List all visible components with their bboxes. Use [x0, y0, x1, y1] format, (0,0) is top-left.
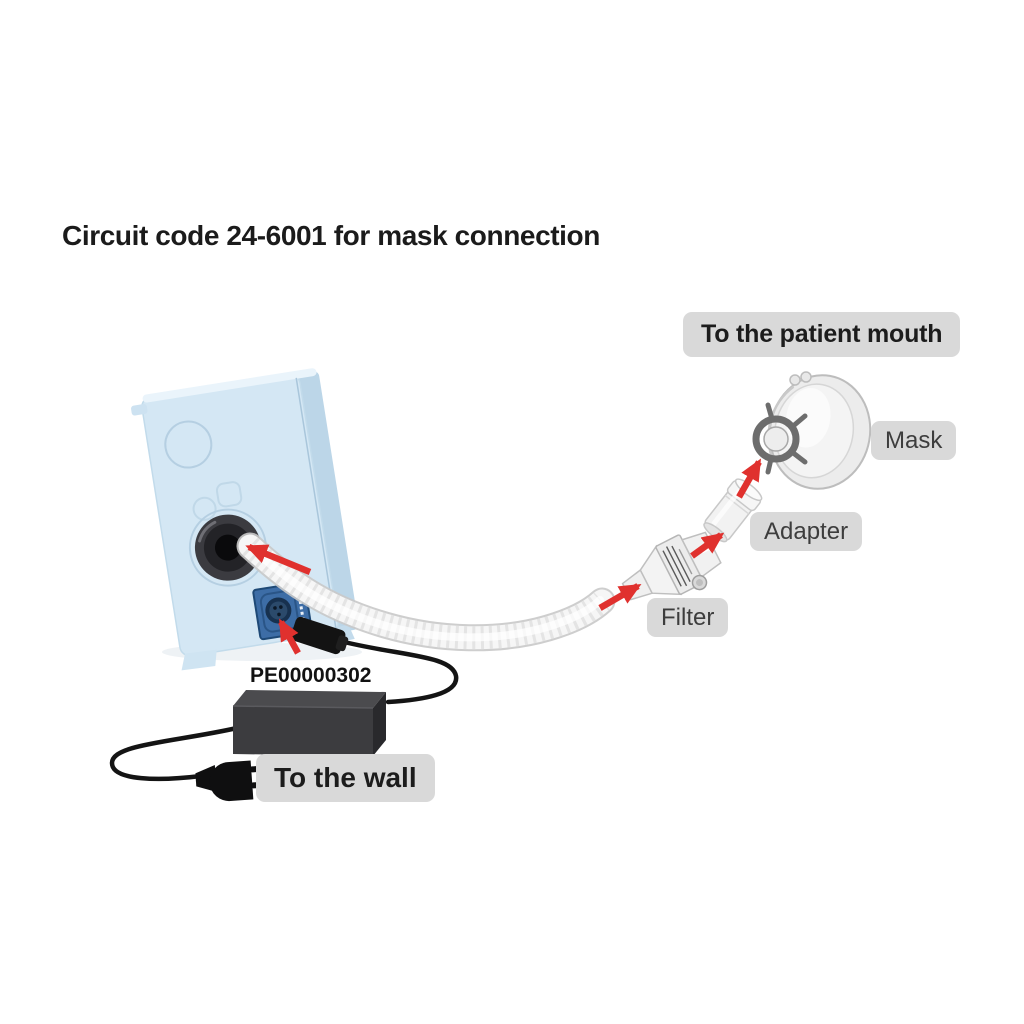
air-outlet-port [188, 508, 267, 587]
wall-plug-icon [195, 760, 267, 802]
arrow-tube-to-outlet-icon [245, 543, 312, 576]
callout-mask: Mask [871, 421, 957, 460]
corrugated-tube [236, 532, 616, 652]
callout-adapter: Adapter [750, 512, 863, 551]
mask-component [752, 371, 872, 490]
filter-print-marks [662, 545, 693, 587]
power-cable-to-brick [337, 638, 459, 705]
device-square-recess [215, 481, 243, 508]
arrow-filter-to-adapter-icon [690, 532, 725, 559]
page-title: Circuit code 24-6001 for mask connection [62, 220, 600, 251]
arrow-tube-to-filter-icon [598, 583, 642, 611]
device-handle-tab [131, 404, 148, 416]
device-seam [295, 377, 337, 629]
adapter-component [703, 478, 763, 543]
arrow-adapter-to-mask-icon [736, 458, 762, 499]
mask-top-nub [789, 374, 801, 386]
callout-filter: Filter [647, 598, 729, 637]
device-round-recess [164, 420, 213, 469]
power-supply-part-number: PE00000302 [250, 664, 372, 687]
device-small-recess [192, 496, 217, 521]
dc-connector [290, 616, 349, 655]
device-top-edge [142, 368, 317, 403]
power-cable-to-plug [109, 725, 240, 782]
device-foot-left [181, 649, 217, 671]
callout-patient-mouth: To the patient mouth [683, 312, 961, 357]
arrow-cable-to-inlet-icon [278, 618, 301, 655]
power-brick [232, 690, 386, 756]
mask-ring [752, 402, 808, 475]
device-side-face [295, 371, 359, 632]
flow-arrows [245, 458, 762, 655]
mask-top-nub [800, 371, 812, 383]
callout-to-the-wall: To the wall [256, 754, 435, 802]
